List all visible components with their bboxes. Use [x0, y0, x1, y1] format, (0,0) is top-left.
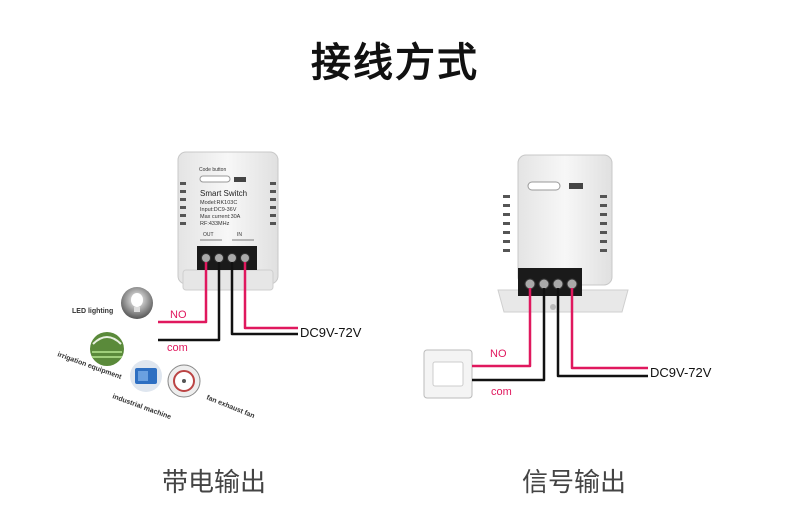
- wall-switch-icon: [423, 349, 473, 399]
- device-input: Input:DC9-36V: [200, 207, 237, 213]
- left-no-label: NO: [170, 309, 187, 321]
- led-indicator: [234, 177, 246, 182]
- caption-signal-output: 信号输出: [521, 468, 626, 498]
- out-label: OUT: [203, 232, 214, 238]
- bulb-icon: [121, 287, 153, 319]
- led-indicator: [569, 183, 583, 189]
- fan-icon: [167, 364, 201, 398]
- code-button[interactable]: [199, 175, 231, 183]
- device-rf: RF:433MHz: [200, 221, 230, 227]
- left-power-label: DC9V-72V: [300, 325, 362, 340]
- load-devices: LED lighting irrigation equipment indust…: [56, 287, 255, 421]
- left-com-label: com: [167, 342, 188, 354]
- right-no-label: NO: [490, 348, 507, 360]
- device-model: Model:RK103C: [200, 200, 237, 206]
- motor-icon: [130, 360, 162, 392]
- load-machine-label: industrial machine: [111, 393, 172, 421]
- caption-powered-output: 带电输出: [161, 468, 266, 498]
- page-title: 接线方式: [311, 40, 479, 86]
- device-name: Smart Switch: [200, 189, 247, 198]
- right-wires: [472, 288, 648, 382]
- load-fan-label: fan exhaust fan: [205, 394, 255, 420]
- load-led-label: LED lighting: [72, 308, 113, 315]
- code-button[interactable]: [527, 181, 561, 191]
- right-com-label: com: [491, 386, 512, 398]
- in-label: IN: [237, 232, 242, 238]
- greenhouse-icon: [90, 332, 124, 366]
- left-wires: [158, 262, 298, 342]
- right-smart-switch: [497, 154, 629, 313]
- code-button-label: Code button: [199, 167, 226, 173]
- right-power-label: DC9V-72V: [650, 365, 712, 380]
- left-terminal-block: [197, 246, 257, 270]
- left-smart-switch: Code button Smart Switch Model:RK103C In…: [177, 151, 279, 291]
- device-current: Max current:30A: [200, 214, 241, 220]
